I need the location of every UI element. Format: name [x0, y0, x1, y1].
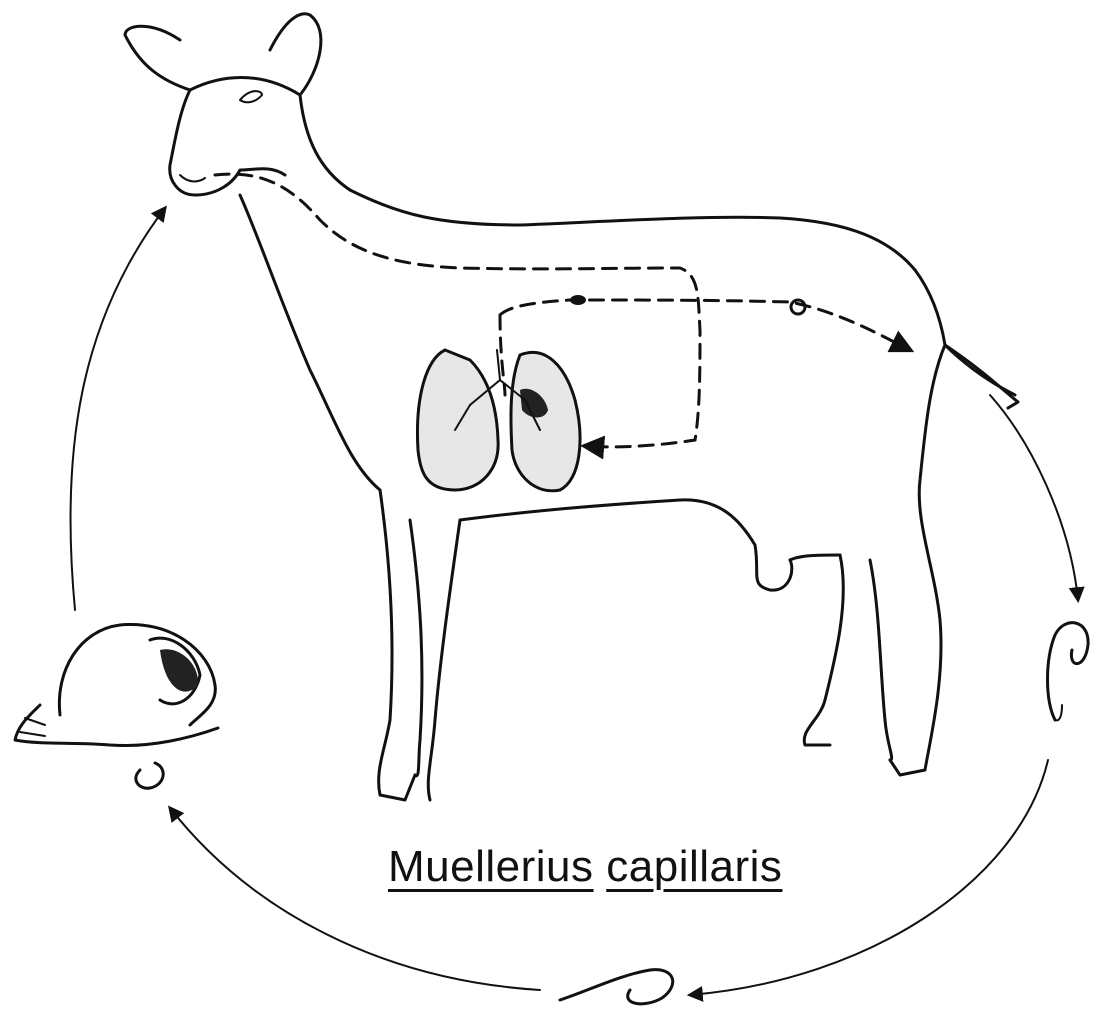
species-genus: Muellerius — [388, 842, 594, 891]
species-epithet: capillaris — [606, 842, 782, 891]
infective-larva — [560, 970, 673, 1004]
lungs-illustration — [417, 350, 580, 491]
larva-stage-egg — [570, 295, 586, 305]
snail-intermediate-host — [15, 624, 218, 788]
larva-stage-coiled — [791, 300, 805, 314]
species-label: Muellerius capillaris — [388, 842, 782, 892]
first-stage-larva — [1048, 623, 1089, 721]
